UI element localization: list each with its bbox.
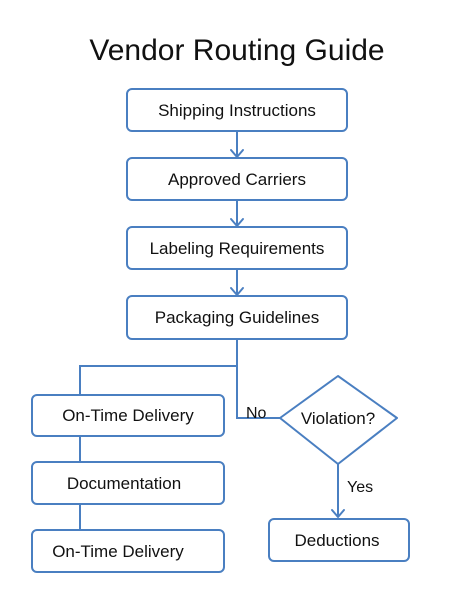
node-deductions: Deductions [268,518,410,562]
diagram-title: Vendor Routing Guide [89,34,384,67]
edge-label-yes: Yes [347,479,373,496]
node-violation-label: Violation? [301,409,375,428]
node-shipping-label: Shipping Instructions [158,101,316,120]
node-carriers-label: Approved Carriers [168,170,306,189]
edge-label-no: No [246,405,267,422]
arrowhead-deductions [331,509,345,518]
node-labeling-requirements: Labeling Requirements [126,226,348,270]
node-ontime-delivery-2: On-Time Delivery [31,529,225,573]
node-deductions-label: Deductions [294,531,379,550]
node-documentation-label: Documentation [67,474,181,493]
node-shipping-instructions: Shipping Instructions [126,88,348,132]
node-approved-carriers: Approved Carriers [126,157,348,201]
edge-packaging-to-violation [236,366,280,419]
node-packaging-guidelines: Packaging Guidelines [126,295,348,340]
node-labeling-label: Labeling Requirements [150,239,325,258]
edge-packaging-to-ontime [79,339,238,395]
node-ontime-delivery-1: On-Time Delivery [31,394,225,437]
node-ontime1-label: On-Time Delivery [62,406,194,425]
node-ontime2-label: On-Time Delivery [52,542,184,561]
node-violation-decision: Violation? [279,375,398,465]
node-documentation: Documentation [31,461,225,505]
node-packaging-label: Packaging Guidelines [155,308,319,327]
